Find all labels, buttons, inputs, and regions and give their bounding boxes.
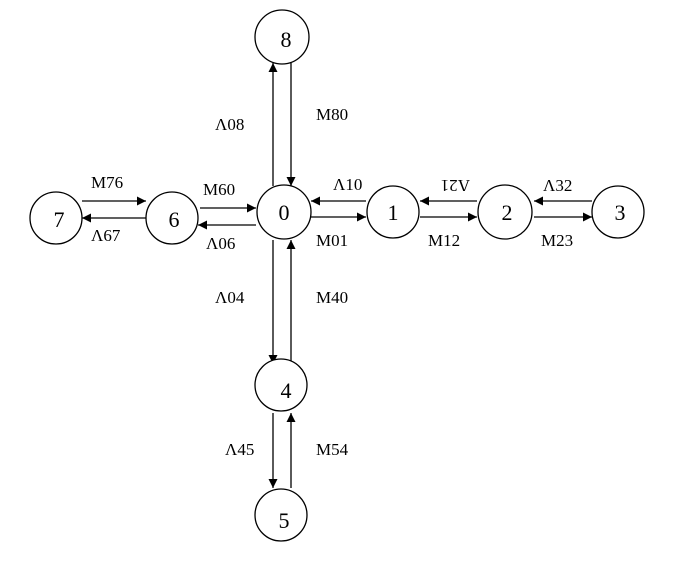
edge-lines xyxy=(82,62,592,488)
node-5-label: 5 xyxy=(279,508,290,533)
node-0: 0 xyxy=(256,184,312,240)
nodes: 0 1 2 3 4 5 6 7 xyxy=(29,9,645,542)
node-2-label: 2 xyxy=(502,200,513,225)
edge-label-4-5: Λ45 xyxy=(225,440,254,459)
node-7-label: 7 xyxy=(54,207,65,232)
edge-label-1-2: M12 xyxy=(428,231,460,250)
edge-label-2-3: M23 xyxy=(541,231,573,250)
node-4-label: 4 xyxy=(281,378,292,403)
node-1-label: 1 xyxy=(388,200,399,225)
node-4: 4 xyxy=(254,358,308,412)
edge-label-1-0: Λ10 xyxy=(333,175,362,194)
edge-label-7-6: M76 xyxy=(91,173,123,192)
edge-label-0-4: Λ04 xyxy=(215,288,245,307)
edge-label-6-0: M60 xyxy=(203,180,235,199)
node-8: 8 xyxy=(254,9,310,65)
edge-label-8-0: M80 xyxy=(316,105,348,124)
edge-label-6-7: Λ67 xyxy=(91,226,121,245)
node-3-label: 3 xyxy=(615,200,626,225)
edge-label-4-0: M40 xyxy=(316,288,348,307)
edge-label-2-1: Λ21 xyxy=(441,176,470,195)
node-2: 2 xyxy=(477,184,533,240)
edge-labels: Λ08 M80 Λ10 M01 Λ21 M12 Λ32 M23 Λ06 M60 … xyxy=(91,105,573,459)
edge-label-0-1: M01 xyxy=(316,231,348,250)
node-3: 3 xyxy=(591,185,645,239)
node-5: 5 xyxy=(254,488,308,542)
edge-label-0-6: Λ06 xyxy=(206,234,235,253)
node-6-label: 6 xyxy=(169,207,180,232)
edge-label-0-8: Λ08 xyxy=(215,115,244,134)
node-7: 7 xyxy=(29,191,83,245)
node-1: 1 xyxy=(366,185,420,239)
edge-label-5-4: M54 xyxy=(316,440,349,459)
edge-label-3-2: Λ32 xyxy=(543,176,572,195)
node-6: 6 xyxy=(145,191,199,245)
node-0-label: 0 xyxy=(279,200,290,225)
node-8-label: 8 xyxy=(281,27,292,52)
